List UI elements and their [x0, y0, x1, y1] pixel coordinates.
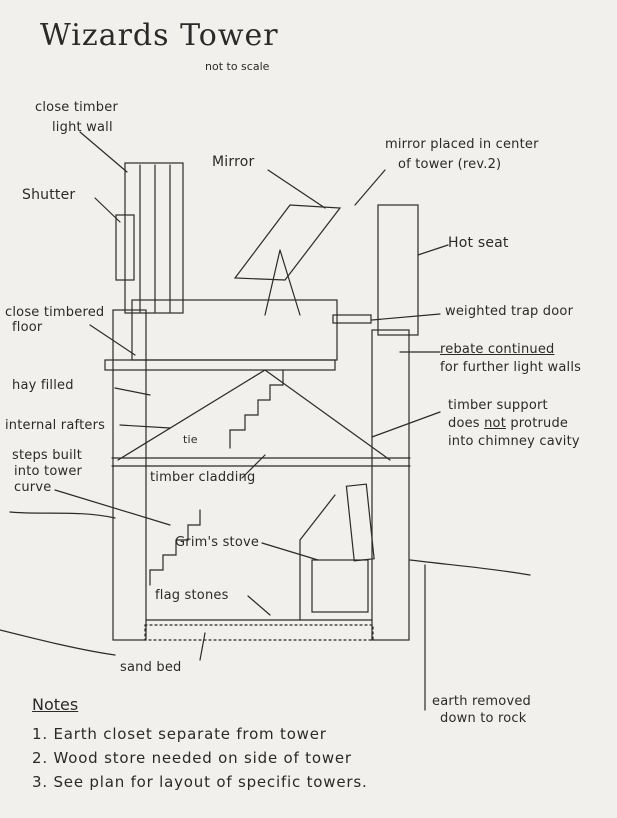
label-stove: Grim's stove: [175, 535, 260, 550]
label-closed-floor-1: close timbered: [5, 305, 105, 320]
note-item: 2. Wood store needed on side of tower: [32, 749, 352, 767]
label-timber-support-1: timber support: [448, 398, 548, 413]
label-timber-support-2: does not protrude: [448, 416, 568, 431]
mirror-stand: [264, 249, 301, 316]
stove-hood: [299, 494, 336, 621]
page-subtitle: not to scale: [205, 60, 270, 73]
notes-heading: Notes: [32, 695, 79, 714]
label-mirror-note-1: mirror placed in center: [385, 137, 539, 152]
label-flag-stones: flag stones: [155, 588, 229, 603]
label-steps-2: into tower: [14, 464, 83, 479]
label-close-timber: close timber: [35, 100, 118, 115]
label-mirror: Mirror: [212, 154, 255, 170]
shutter: [115, 214, 135, 281]
ground-left: [9, 511, 116, 519]
label-steps-3: curve: [14, 480, 52, 495]
chimney: [377, 204, 419, 336]
mirror-shape: [233, 204, 342, 281]
upper-stairs: [229, 369, 284, 449]
label-timber-support-2-post: protrude: [506, 416, 569, 431]
page-title: Wizards Tower: [40, 18, 279, 53]
upper-stonework: [131, 299, 338, 361]
label-closed-floor-2: floor: [12, 320, 43, 335]
floor-beam: [104, 359, 336, 371]
label-timber-support-2-not: not: [484, 416, 506, 431]
label-hot-seat: Hot seat: [448, 235, 509, 251]
note-item: 1. Earth closet separate from tower: [32, 725, 327, 743]
left-wall: [112, 309, 147, 641]
label-rebate-2: for further light walls: [440, 360, 582, 375]
ground-right: [409, 559, 531, 576]
label-timber-support-2-pre: does: [448, 416, 485, 431]
label-timber-support-3: into chimney cavity: [448, 434, 580, 449]
note-item: 3. See plan for layout of specific tower…: [32, 773, 368, 791]
label-tie: tie: [183, 433, 198, 446]
label-trap-door: weighted trap door: [445, 304, 574, 319]
label-earth-1: earth removed: [432, 694, 531, 709]
trap-door: [332, 314, 372, 324]
label-hay: hay filled: [12, 378, 74, 393]
label-rebate-1: rebate continued: [440, 342, 555, 357]
label-shutter: Shutter: [22, 187, 76, 203]
label-rafters: internal rafters: [5, 418, 106, 433]
label-earth-2: down to rock: [440, 711, 527, 726]
label-mirror-note-2: of tower (rev.2): [398, 157, 502, 172]
label-light-wall: light wall: [52, 120, 113, 135]
sand-bed: [144, 624, 374, 641]
stove: [311, 559, 369, 613]
lower-stairs: [149, 509, 201, 586]
rafters: [117, 369, 391, 461]
label-sand-bed: sand bed: [120, 660, 182, 675]
right-wall: [371, 329, 410, 641]
label-cladding: timber cladding: [150, 470, 256, 485]
ground-left-lower: [0, 629, 116, 656]
label-steps-1: steps built: [12, 448, 83, 463]
light-wall: [124, 162, 184, 314]
